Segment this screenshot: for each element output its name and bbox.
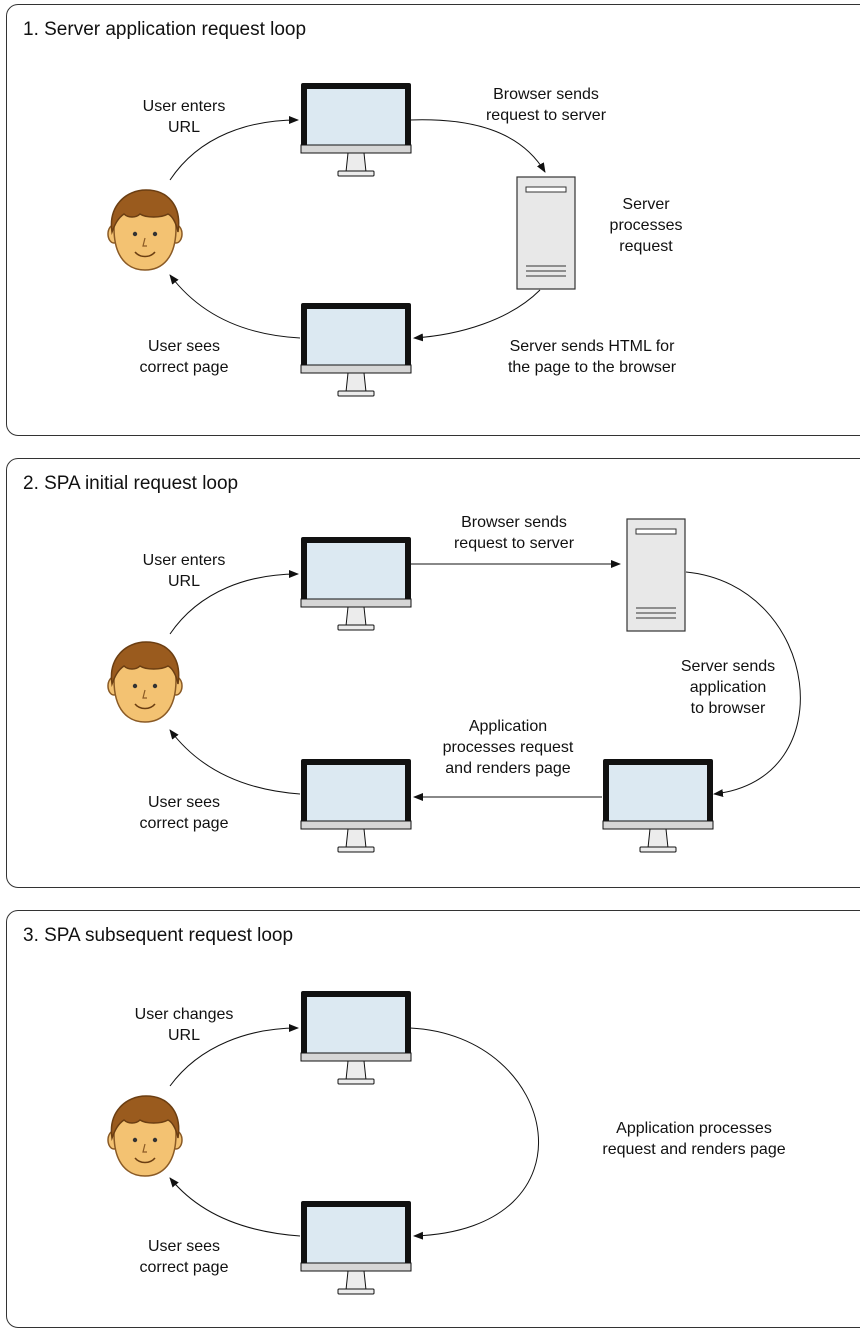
user-face-icon — [107, 1095, 183, 1177]
monitor-icon — [300, 1201, 412, 1295]
monitor-icon — [602, 759, 714, 853]
arrow-user-to-monitor — [169, 116, 299, 181]
panel-title: 3. SPA subsequent request loop — [23, 925, 294, 946]
panel-title: 2. SPA initial request loop — [23, 473, 239, 494]
monitor-icon — [300, 83, 412, 177]
arrow-monitor-to-user — [169, 1177, 301, 1237]
monitor-icon — [300, 991, 412, 1085]
arrow-monitor-to-user — [169, 729, 301, 795]
user-face-icon — [107, 189, 183, 271]
arrow-monitor-loop — [409, 1027, 539, 1240]
user-face-icon — [107, 641, 183, 723]
arrow-monitor-to-user — [169, 274, 301, 339]
arrow-server-to-spa-monitor — [685, 571, 801, 798]
arrow-user-to-monitor — [169, 1024, 299, 1087]
server-tower-icon — [626, 518, 686, 632]
server-tower-icon — [516, 176, 576, 290]
arrow-monitor-to-server — [409, 119, 546, 173]
arrow-user-to-monitor — [169, 570, 299, 635]
arrow-server-to-monitor — [413, 289, 541, 342]
monitor-icon — [300, 303, 412, 397]
panel-title: 1. Server application request loop — [23, 19, 307, 40]
monitor-icon — [300, 537, 412, 631]
monitor-icon — [300, 759, 412, 853]
